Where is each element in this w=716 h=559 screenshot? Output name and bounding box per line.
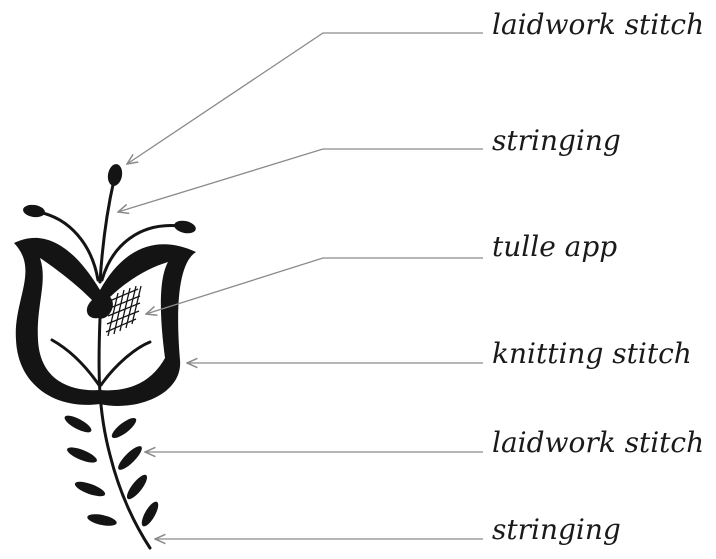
stem-leaf — [87, 514, 117, 526]
stem-leaf — [74, 481, 106, 497]
label-tulle-app: tulle app — [492, 230, 617, 263]
stem-leaf — [64, 415, 92, 433]
callout-labels: laidwork stitch stringing tulle app knit… — [492, 8, 704, 546]
label-stringing-bottom: stringing — [492, 513, 621, 546]
stem-leaf — [118, 446, 142, 470]
leader-lines — [118, 32, 483, 539]
flower-illustration — [14, 164, 196, 550]
stem-leaves — [64, 415, 159, 527]
right-stamen — [100, 224, 182, 282]
left-stamen — [36, 210, 100, 282]
tulip-bowl — [14, 237, 196, 406]
stamen-stem — [98, 178, 116, 284]
label-laidwork-stitch-top: laidwork stitch — [492, 8, 704, 41]
label-laidwork-stitch-bottom: laidwork stitch — [492, 426, 704, 459]
left-stamen-tip — [23, 204, 45, 218]
leader-line-2 — [118, 148, 483, 212]
label-stringing-top: stringing — [492, 124, 621, 157]
stem-leaf — [67, 447, 97, 463]
tulle-crosshatch — [105, 285, 142, 337]
inner-leaf-left — [50, 338, 101, 387]
stem-leaf — [111, 417, 137, 439]
leader-line-1 — [127, 32, 483, 164]
stamen-tip — [107, 164, 123, 186]
inner-leaf-right — [99, 340, 152, 387]
right-stamen-tip — [174, 220, 196, 234]
label-knitting-stitch: knitting stitch — [492, 337, 692, 370]
leader-line-3 — [146, 257, 483, 314]
stem-leaf — [141, 501, 159, 527]
main-stem — [97, 316, 152, 550]
stem-leaf — [126, 474, 148, 500]
